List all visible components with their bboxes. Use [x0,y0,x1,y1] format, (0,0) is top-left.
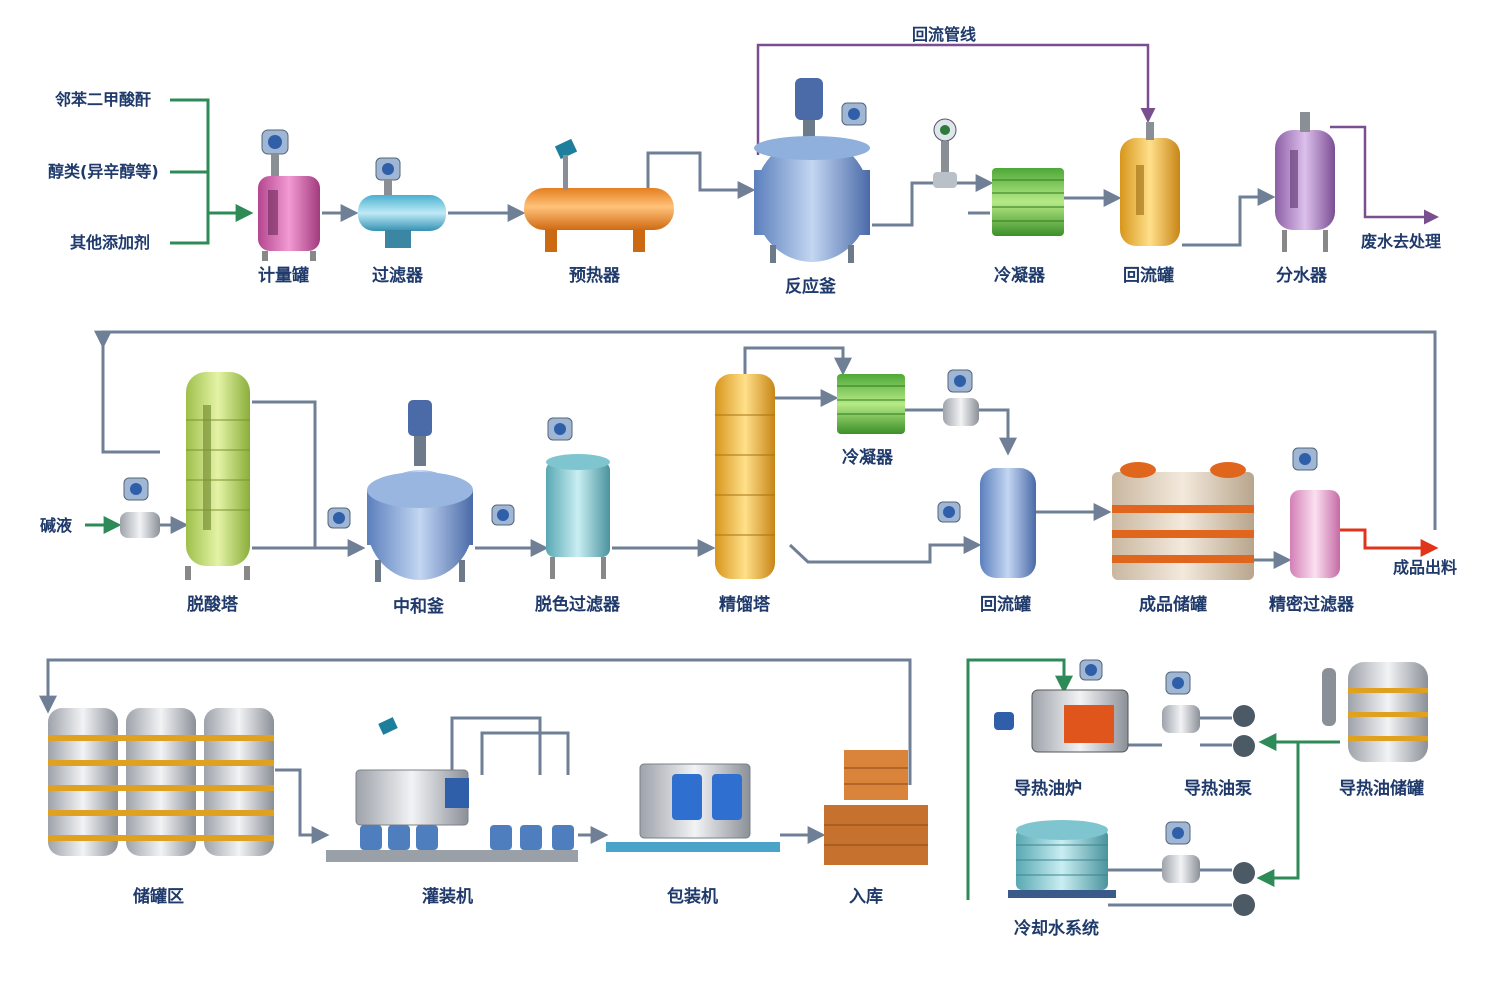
condenser-2 [837,369,979,434]
label-condenser-2: 冷凝器 [842,447,894,468]
labels: 邻苯二甲酸酐 醇类(异辛醇等) 其他添加剂 碱液 回流管线 废水去处理 成品出料… [40,25,1457,939]
oil-furnace [994,659,1129,753]
input-label-alkali: 碱液 [40,516,73,535]
label-distill-tower: 精馏塔 [719,594,771,615]
preheater [524,138,674,252]
label-product-storage: 成品储罐 [1139,594,1207,615]
distill-tower [715,374,775,579]
label-filter: 过滤器 [372,265,424,286]
row1-pipes [170,43,1439,247]
neutralizer [327,400,515,582]
reflux-tank-1 [1120,122,1180,246]
oil-pumps [1162,671,1255,757]
label-neutralizer: 中和釜 [393,596,445,617]
label-packing-machine: 包装机 [667,886,718,907]
label-oil-furnace: 导热油炉 [1014,778,1082,799]
storage-tanks [48,708,274,856]
precision-filter [1290,447,1340,578]
label-reflux-tank-1: 回流罐 [1123,265,1174,286]
label-filling-machine: 灌装机 [422,886,473,907]
pipe-label-reflux-line: 回流管线 [912,25,976,44]
label-oil-storage: 导热油储罐 [1339,778,1424,799]
input-label-additive: 其他添加剂 [70,233,150,252]
output-label-product: 成品出料 [1393,558,1457,577]
row3-pipes [39,658,1340,907]
label-reactor: 反应釜 [785,276,837,297]
reactor-1 [754,78,870,263]
label-decolor-filter: 脱色过滤器 [535,594,621,615]
input-label-alcohol: 醇类(异辛醇等) [48,162,159,181]
reflux-tank-2 [937,468,1036,578]
deacid-tower [185,372,250,580]
cooling-tower [1008,820,1255,916]
label-storage-area: 储罐区 [133,886,184,907]
input-label-phthalic: 邻苯二甲酸酐 [55,90,151,109]
filling-machine [326,717,578,862]
filter-1 [358,157,446,248]
sight-glass [933,118,957,188]
alkali-flowmeter [120,477,160,538]
label-metering-tank: 计量罐 [258,265,309,286]
label-reflux-tank-2: 回流罐 [980,594,1031,615]
metering-tank [258,129,320,261]
label-preheater: 预热器 [569,265,621,286]
label-deacid-tower: 脱酸塔 [187,594,239,615]
label-condenser-1: 冷凝器 [994,265,1046,286]
product-storage [1112,462,1254,580]
oil-storage-tank [1322,662,1428,762]
decolor-filter [546,417,610,579]
output-label-wastewater: 废水去处理 [1361,232,1441,251]
label-precision-filter: 精密过滤器 [1269,594,1355,615]
row2-pipes [85,330,1439,569]
water-separator [1275,112,1335,252]
label-cooling-water: 冷却水系统 [1014,918,1099,939]
label-water-separator: 分水器 [1276,265,1328,286]
warehouse-pallets [824,750,928,865]
label-warehouse: 入库 [849,886,883,907]
packing-machine [606,763,780,852]
condenser-1 [992,168,1064,236]
label-oil-pump: 导热油泵 [1184,778,1252,799]
